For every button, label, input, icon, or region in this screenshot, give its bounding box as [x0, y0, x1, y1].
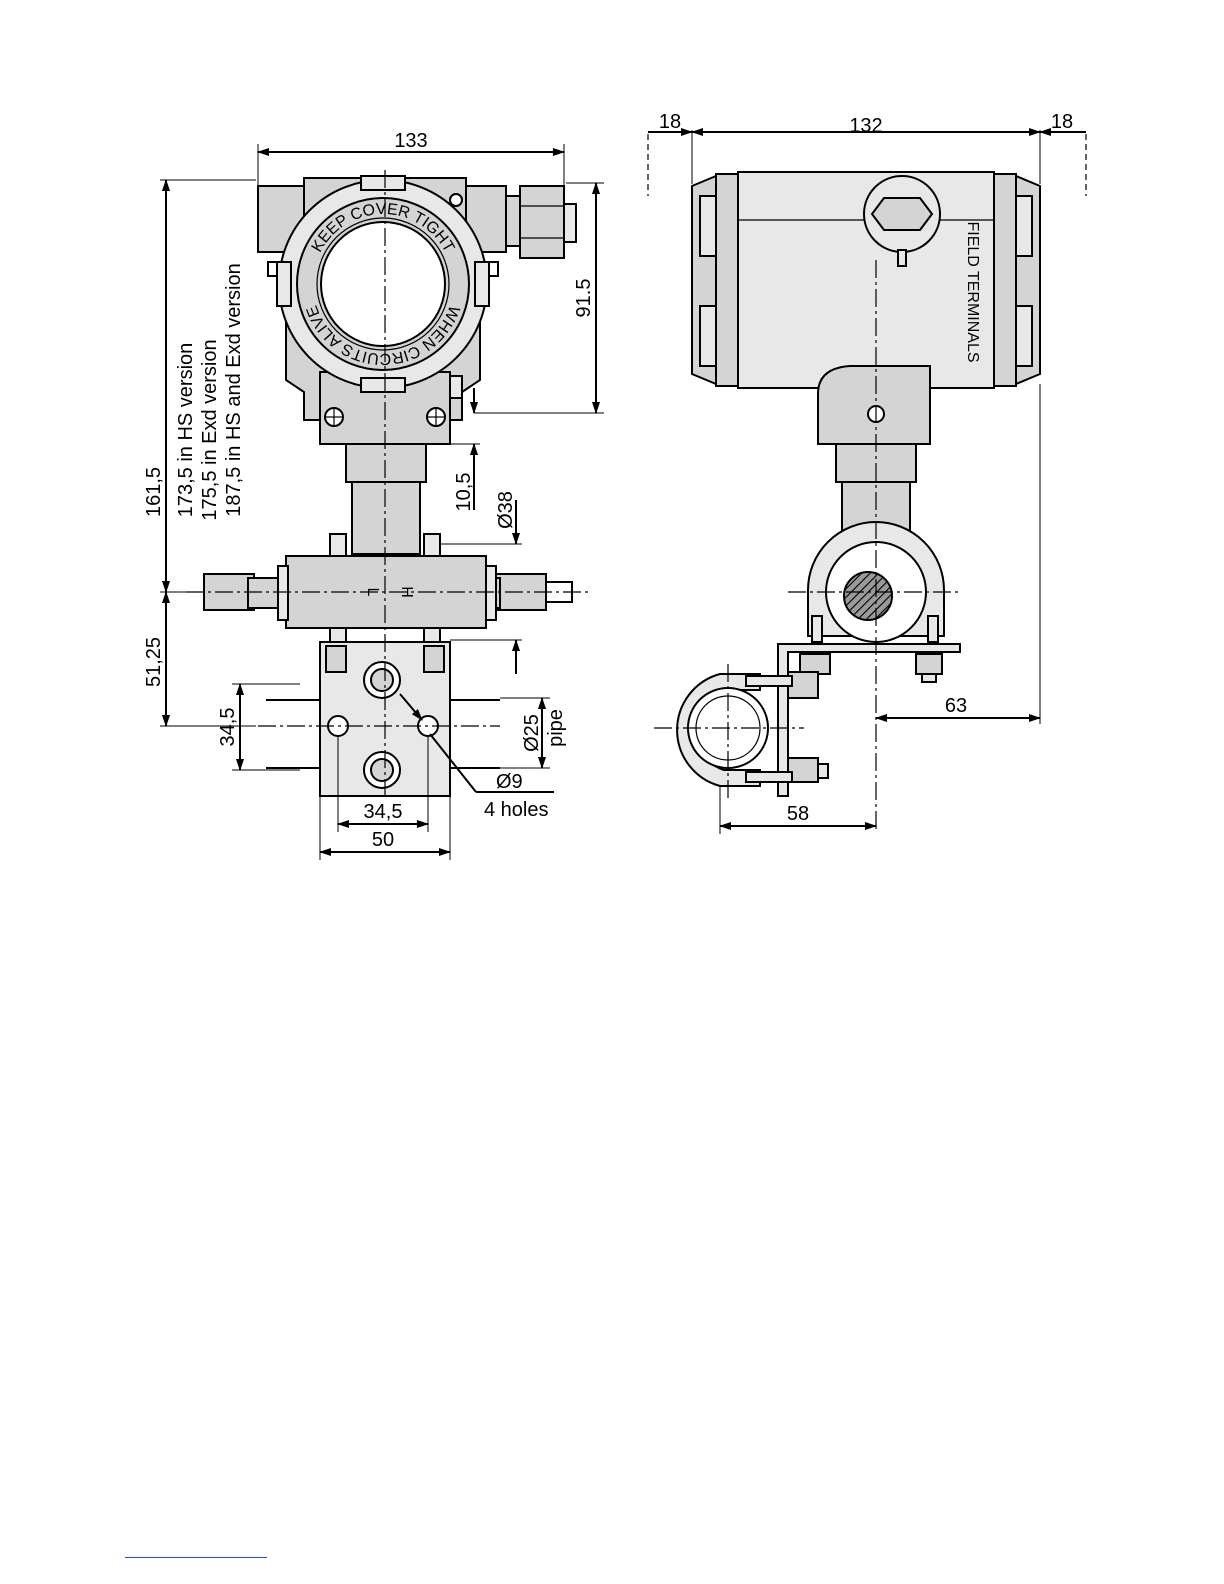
svg-text:133: 133 — [394, 130, 427, 152]
svg-text:63: 63 — [945, 695, 967, 717]
field-terminals-label: FIELD TERMINALS — [964, 221, 981, 362]
front-bracket — [266, 642, 500, 796]
dim-bolt-vertical-34-5: 34,5 — [217, 684, 300, 770]
note-hs-version: 173,5 in HS version — [175, 343, 197, 518]
svg-text:51,25: 51,25 — [143, 637, 165, 687]
svg-text:50: 50 — [372, 829, 394, 851]
svg-text:58: 58 — [787, 803, 809, 825]
side-pipe-clamp — [677, 674, 792, 786]
dim-body-width: 132 — [849, 115, 882, 137]
svg-text:Ø25: Ø25 — [521, 714, 543, 752]
footer-rule — [125, 1557, 267, 1558]
svg-text:34,5: 34,5 — [217, 708, 239, 747]
dim-pipe-diameter-25: Ø25 pipe — [500, 698, 567, 768]
hole-count-label: 4 holes — [484, 799, 549, 821]
side-view: FIELD TERMINALS — [648, 111, 1086, 834]
version-notes: 173,5 in HS version 175,5 in Exd version… — [175, 263, 245, 520]
front-view: KEEP COVER TIGHT WHEN CIRCUITS ALIVE — [143, 130, 604, 860]
hole-diameter-label: Ø9 — [496, 771, 523, 793]
side-bracket — [778, 644, 960, 796]
svg-text:34,5: 34,5 — [364, 801, 403, 823]
svg-text:10,5: 10,5 — [453, 473, 475, 512]
dim-cap-right: 18 — [1051, 111, 1073, 133]
svg-text:Ø38: Ø38 — [495, 491, 517, 529]
dim-clamp-width-58: 58 — [720, 786, 876, 834]
note-exd-version: 175,5 in Exd version — [199, 339, 221, 520]
side-housing: FIELD TERMINALS — [692, 172, 1040, 388]
note-hs-exd-version: 187,5 in HS and Exd version — [223, 263, 245, 517]
side-neck — [818, 366, 930, 542]
dim-cap-left: 18 — [659, 111, 681, 133]
cable-gland — [506, 186, 576, 258]
dim-width-133: 133 — [258, 130, 564, 185]
svg-text:91.5: 91.5 — [573, 279, 595, 318]
pipe-label: pipe — [545, 709, 567, 747]
svg-text:161,5: 161,5 — [143, 467, 165, 517]
